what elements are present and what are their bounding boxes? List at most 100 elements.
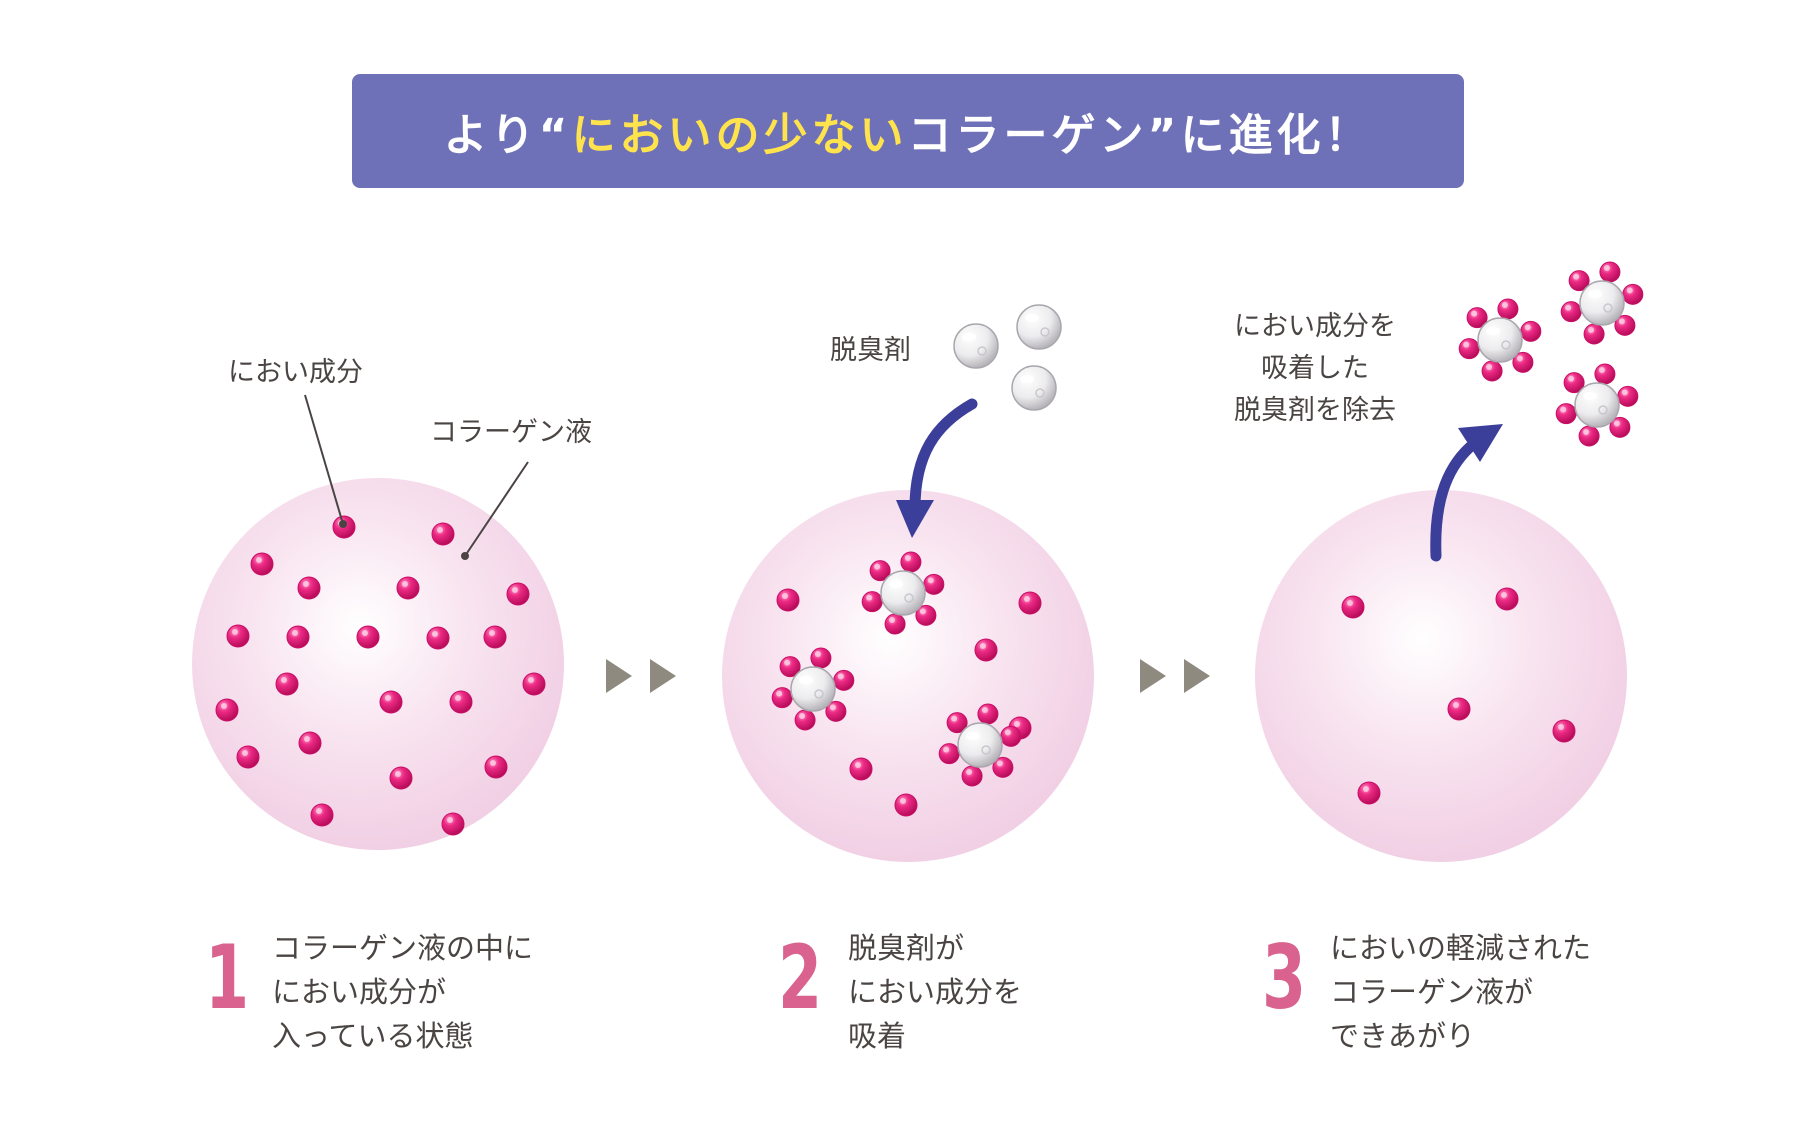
odor-particle-icon xyxy=(1357,781,1381,805)
step-line: におい成分が xyxy=(272,975,447,1009)
odor-particle-icon xyxy=(310,803,334,827)
odor-particle-icon xyxy=(825,700,847,722)
label-odor-component: におい成分 xyxy=(228,357,363,388)
curved-arrow-icon xyxy=(1430,424,1503,562)
odor-particle-icon xyxy=(861,591,883,613)
odor-particle-icon xyxy=(379,690,403,714)
odor-particle-icon xyxy=(1609,416,1631,438)
curved-arrow-icon xyxy=(896,398,978,538)
odor-particle-icon xyxy=(849,757,873,781)
odor-particle-icon xyxy=(1578,425,1600,447)
odor-particle-icon xyxy=(810,647,832,669)
double-arrow-right-icon xyxy=(1140,659,1210,693)
deodorant-with-odor-cluster xyxy=(1458,298,1542,382)
odor-particle-icon xyxy=(946,712,968,734)
odor-leader-line xyxy=(304,394,344,525)
odor-particle-icon xyxy=(286,625,310,649)
odor-particle-icon xyxy=(275,672,299,696)
odor-particle-icon xyxy=(938,743,960,765)
odor-particle-icon xyxy=(1512,351,1534,373)
step-line: コラーゲン液が xyxy=(1330,975,1534,1009)
odor-particle-icon xyxy=(1000,725,1022,747)
odor-particle-icon xyxy=(1447,697,1471,721)
deodorant-with-odor-cluster xyxy=(1560,261,1644,345)
odor-particle-icon xyxy=(894,793,918,817)
label-removal-line: 吸着した xyxy=(1261,353,1369,384)
odor-particle-icon xyxy=(396,576,420,600)
deodorant-bubble-icon xyxy=(1579,280,1625,326)
step-line: 入っている状態 xyxy=(272,1019,474,1053)
odor-particle-icon xyxy=(833,669,855,691)
odor-leader-dot xyxy=(339,520,347,528)
odor-particle-icon xyxy=(1458,338,1480,360)
title-suffix: コラーゲン”に進化！ xyxy=(907,110,1373,161)
odor-particle-icon xyxy=(794,709,816,731)
odor-particle-icon xyxy=(1599,261,1621,283)
odor-particle-icon xyxy=(869,560,891,582)
collagen-leader-line xyxy=(464,461,529,557)
odor-particle-icon xyxy=(1466,307,1488,329)
odor-particle-icon xyxy=(1552,719,1576,743)
odor-particle-icon xyxy=(215,698,239,722)
step-line: コラーゲン液の中に xyxy=(272,931,534,965)
title-banner: より“においの少ないコラーゲン”に進化！ xyxy=(352,74,1464,188)
title-prefix: より“ xyxy=(443,110,572,161)
deodorant-with-odor-cluster xyxy=(1555,363,1639,447)
label-deodorant: 脱臭剤 xyxy=(830,335,911,366)
deodorant-bubble-icon xyxy=(957,722,1003,768)
odor-particle-icon xyxy=(961,765,983,787)
odor-particle-icon xyxy=(506,582,530,606)
label-removal-line: 脱臭剤を除去 xyxy=(1234,395,1396,426)
collagen-leader-dot xyxy=(461,552,469,560)
odor-particle-icon xyxy=(1481,360,1503,382)
title-highlight: においの少ない xyxy=(571,110,908,161)
odor-particle-icon xyxy=(1568,270,1590,292)
deodorant-bubble-icon xyxy=(790,666,836,712)
odor-particle-icon xyxy=(1341,595,1365,619)
step-description: コラーゲン液の中に におい成分が 入っている状態 xyxy=(272,926,533,1058)
odor-particle-icon xyxy=(1563,372,1585,394)
odor-particle-icon xyxy=(522,672,546,696)
odor-particle-icon xyxy=(1018,591,1042,615)
odor-particle-icon xyxy=(992,756,1014,778)
label-collagen-liquid: コラーゲン液 xyxy=(430,417,592,448)
step-description: においの軽減された コラーゲン液が できあがり xyxy=(1330,926,1591,1058)
odor-particle-icon xyxy=(236,745,260,769)
step-number: 2 xyxy=(778,926,823,1029)
odor-particle-icon xyxy=(441,812,465,836)
odor-particle-icon xyxy=(297,576,321,600)
odor-particle-icon xyxy=(1497,298,1519,320)
deodorant-with-odor-cluster xyxy=(938,703,1022,787)
step-line: 吸着 xyxy=(848,1019,907,1053)
collagen-solution-circle xyxy=(1255,490,1627,862)
step-line: においの軽減された xyxy=(1330,931,1592,965)
collagen-solution-circle xyxy=(192,478,564,850)
odor-particle-icon xyxy=(923,573,945,595)
odor-particle-icon xyxy=(389,766,413,790)
deodorant-bubble-icon xyxy=(1477,317,1523,363)
deodorant-bubble-icon xyxy=(1011,365,1057,411)
odor-particle-icon xyxy=(298,731,322,755)
odor-particle-icon xyxy=(1555,403,1577,425)
step-description: 脱臭剤が におい成分を 吸着 xyxy=(848,926,1022,1058)
step-line: におい成分を xyxy=(848,975,1023,1009)
odor-particle-icon xyxy=(776,588,800,612)
double-arrow-right-icon xyxy=(606,659,676,693)
odor-particle-icon xyxy=(1594,363,1616,385)
step-line: できあがり xyxy=(1330,1019,1476,1053)
step-line: 脱臭剤が xyxy=(848,931,965,965)
odor-particle-icon xyxy=(1495,587,1519,611)
odor-particle-icon xyxy=(356,625,380,649)
odor-particle-icon xyxy=(1617,385,1639,407)
step-number: 3 xyxy=(1262,926,1307,1029)
odor-particle-icon xyxy=(771,687,793,709)
odor-particle-icon xyxy=(449,690,473,714)
step-number: 1 xyxy=(205,926,250,1029)
odor-particle-icon xyxy=(1614,314,1636,336)
odor-particle-icon xyxy=(1520,320,1542,342)
odor-particle-icon xyxy=(915,604,937,626)
odor-particle-icon xyxy=(226,624,250,648)
label-removal-line: におい成分を xyxy=(1234,311,1396,342)
deodorant-bubble-icon xyxy=(1016,304,1062,350)
